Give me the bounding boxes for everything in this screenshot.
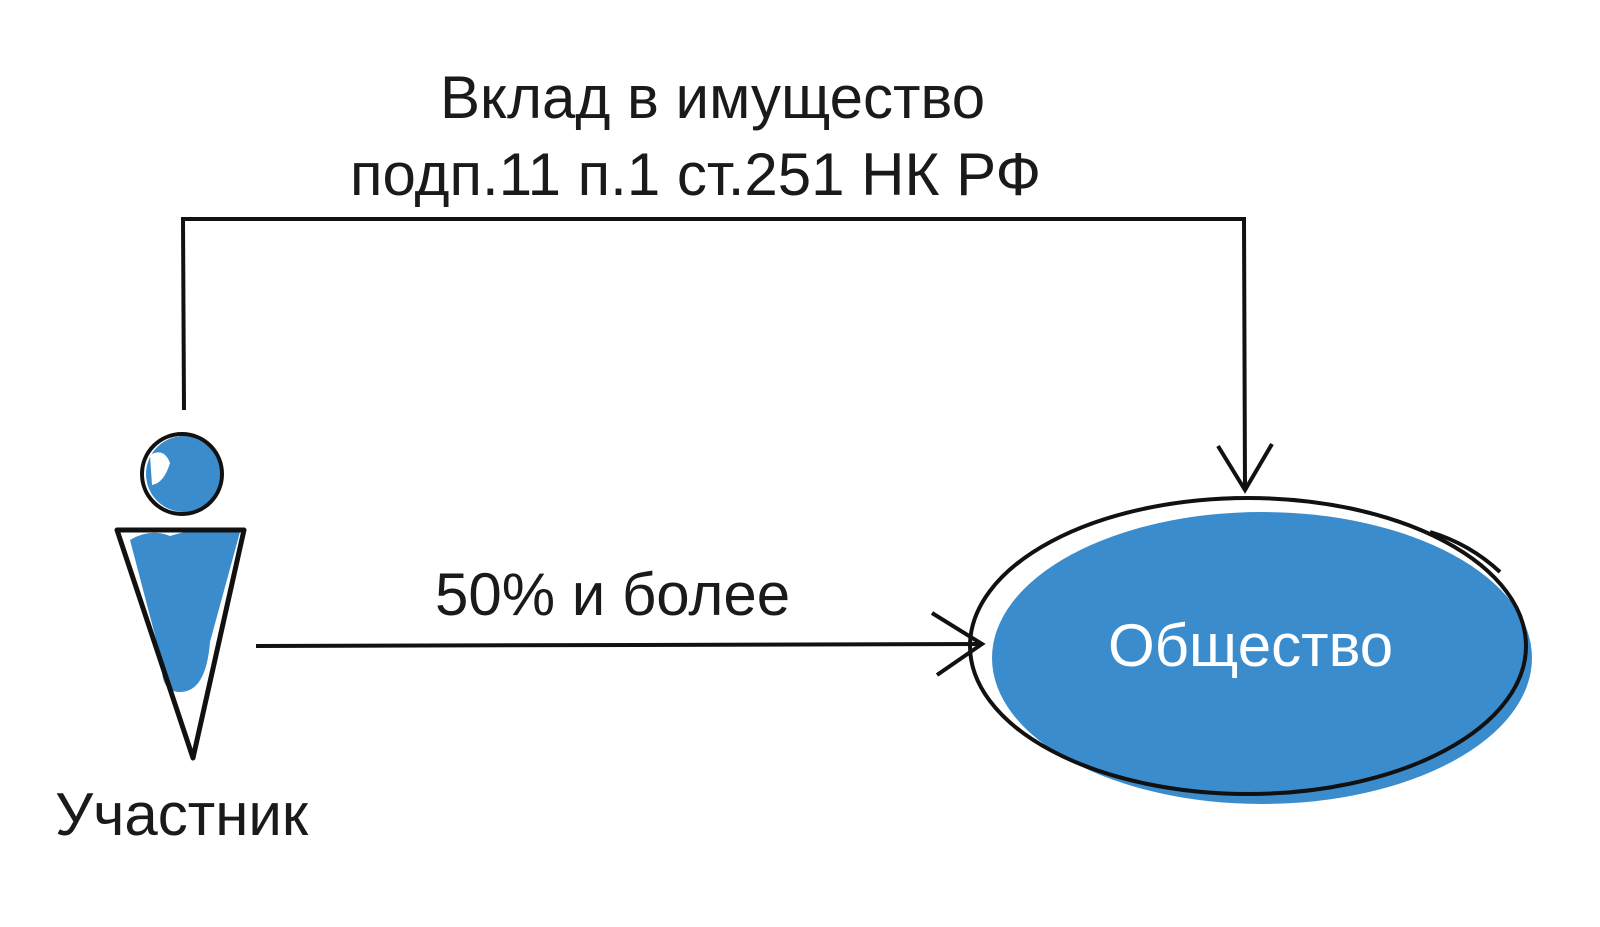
participant-label: Участник — [55, 781, 309, 848]
ownership-label: 50% и более — [435, 561, 791, 628]
contribution-arrowhead — [1216, 442, 1274, 494]
contribution-label-line1: Вклад в имущество — [440, 64, 986, 131]
ownership-arrowhead — [930, 611, 986, 677]
contribution-label-line2: подп.11 п.1 ст.251 НК РФ — [350, 141, 1042, 208]
company-label: Общество — [1108, 612, 1394, 679]
company-node — [968, 496, 1532, 804]
ownership-arrow-line — [255, 642, 983, 648]
contribution-arrow-line — [180, 217, 1247, 491]
person-icon — [114, 432, 247, 761]
